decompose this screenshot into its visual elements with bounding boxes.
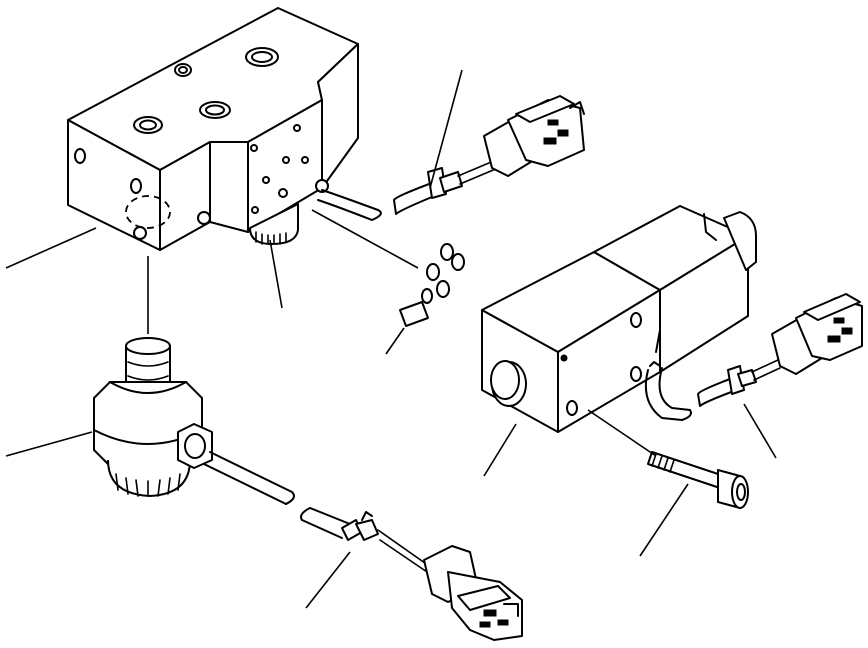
lower-connector — [341, 511, 523, 641]
mounting-bolt — [647, 451, 749, 509]
pressure-switch — [93, 337, 351, 539]
solenoid-valve — [481, 205, 757, 433]
valve-block — [67, 7, 382, 251]
upper-connector — [393, 95, 585, 215]
right-connector — [697, 293, 863, 407]
o-rings — [399, 243, 465, 327]
leader-lines — [5, 69, 777, 609]
